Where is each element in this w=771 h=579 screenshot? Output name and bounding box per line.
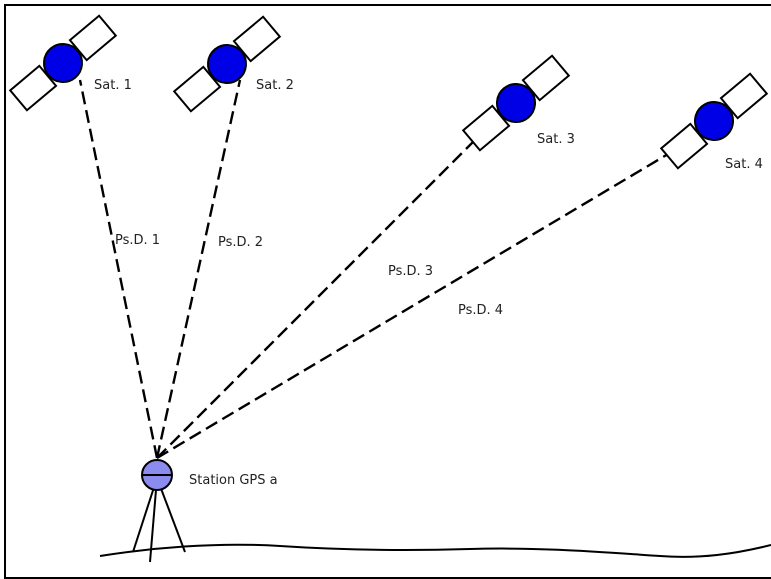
solar-panel-icon <box>232 15 282 63</box>
satellite-2 <box>172 15 282 113</box>
pseudo-range-label-2: Ps.D. 2 <box>218 235 263 250</box>
ground-line <box>99 543 771 558</box>
solar-panel-icon <box>68 14 118 62</box>
satellite-icon <box>207 44 247 84</box>
signal-lines <box>78 79 701 460</box>
solar-panel-icon <box>172 65 222 113</box>
pseudo-range-line-3 <box>156 117 498 459</box>
pseudo-range-line-1 <box>78 79 159 459</box>
satellite-3-label: Sat. 3 <box>537 132 575 147</box>
satellite-4 <box>659 72 769 170</box>
satellite-2-label: Sat. 2 <box>256 78 294 93</box>
satellite-1-label: Sat. 1 <box>94 78 132 93</box>
pseudo-range-label-4: Ps.D. 4 <box>458 303 503 318</box>
satellite-3 <box>461 54 571 152</box>
satellite-4-label: Sat. 4 <box>725 157 763 172</box>
station-label: Station GPS a <box>189 473 278 488</box>
satellite-icon <box>694 101 734 141</box>
solar-panel-icon <box>461 104 511 152</box>
satellite-icon <box>43 43 83 83</box>
satellite-1 <box>8 14 118 112</box>
pseudo-range-line-2 <box>155 79 242 459</box>
satellite-icon <box>496 83 536 123</box>
pseudo-range-label-3: Ps.D. 3 <box>388 264 433 279</box>
pseudo-range-label-1: Ps.D. 1 <box>115 233 160 248</box>
diagram-frame <box>4 4 771 579</box>
pseudo-range-line-4 <box>156 133 701 460</box>
station-gps <box>141 459 173 491</box>
